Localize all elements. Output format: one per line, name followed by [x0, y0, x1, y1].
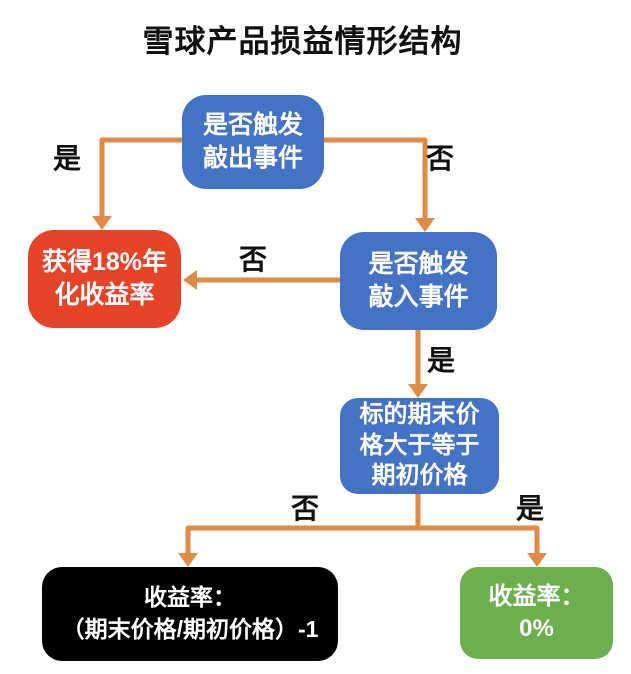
node-loss-outcome: 收益率： （期末价格/期初价格）-1	[42, 567, 338, 661]
node-price-check: 标的期末价 格大于等于 期初价格	[340, 398, 499, 494]
arrowhead-to-pricecheck	[408, 384, 428, 398]
page-title: 雪球产品损益情形结构	[142, 24, 463, 59]
edge-label-pricecheck-yes: 是	[516, 493, 545, 524]
connector-knockout-no	[324, 137, 428, 220]
edge-label-pricecheck-no: 否	[291, 493, 320, 524]
connector-knockout-yes	[99, 137, 182, 218]
connector-pricecheck-split	[185, 493, 540, 555]
edge-label-knockout-yes: 是	[53, 143, 82, 174]
node-zero-outcome: 收益率： 0%	[460, 567, 613, 659]
arrowhead-to-coupon-right	[183, 270, 197, 290]
arrowhead-to-coupon-left	[92, 216, 112, 230]
arrowhead-to-knockin	[415, 218, 435, 232]
edge-label-knockin-no: 否	[239, 244, 268, 275]
node-knock-out-check: 是否触发 敲出事件	[182, 95, 324, 189]
arrowhead-to-loss	[178, 553, 198, 567]
edge-label-knockin-yes: 是	[427, 345, 456, 376]
edge-label-knockout-no: 否	[426, 143, 455, 174]
node-coupon-outcome: 获得18%年 化收益率	[28, 230, 181, 328]
arrowhead-to-zero	[527, 553, 547, 567]
node-knock-in-check: 是否触发 敲入事件	[340, 232, 497, 330]
